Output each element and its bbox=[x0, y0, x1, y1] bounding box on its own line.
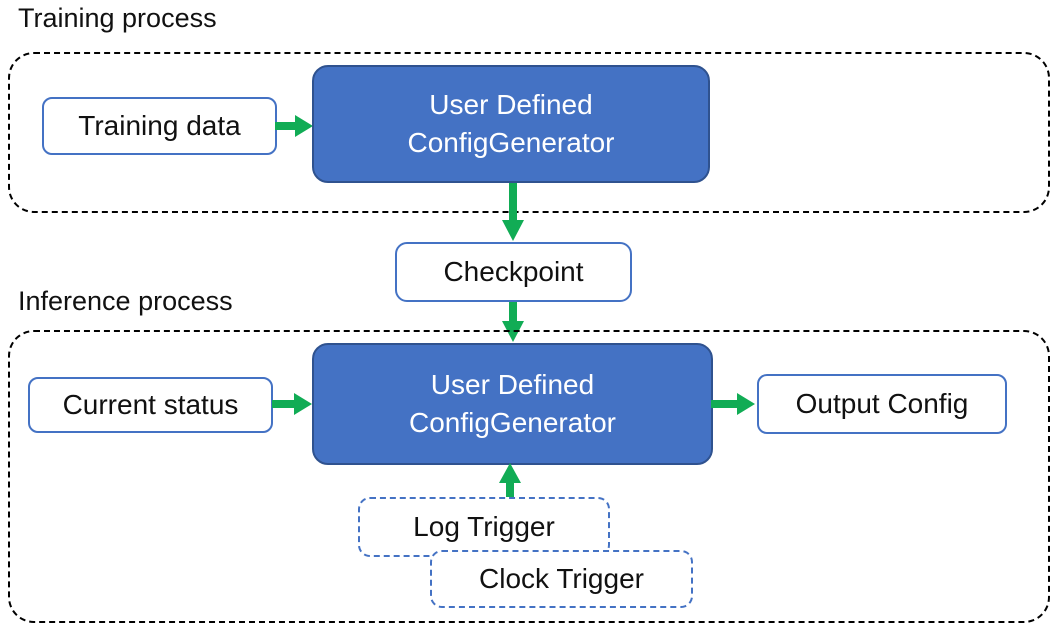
training-generator-box: User Defined ConfigGenerator bbox=[312, 65, 710, 183]
checkpoint-box: Checkpoint bbox=[395, 242, 632, 302]
arrow-generator-to-output bbox=[711, 391, 757, 417]
inference-process-label: Inference process bbox=[18, 286, 233, 316]
arrow-generator-to-checkpoint bbox=[501, 183, 525, 243]
inference-generator-line2: ConfigGenerator bbox=[408, 407, 616, 438]
training-generator-line2: ConfigGenerator bbox=[407, 127, 615, 158]
checkpoint-label: Checkpoint bbox=[443, 256, 584, 287]
log-trigger-label: Log Trigger bbox=[413, 511, 555, 542]
output-config-box: Output Config bbox=[757, 374, 1007, 434]
training-data-box: Training data bbox=[42, 97, 277, 155]
arrow-training-data-to-generator bbox=[275, 113, 315, 139]
training-generator-line1: User Defined bbox=[429, 88, 593, 120]
training-container bbox=[8, 52, 1050, 213]
training-process-label: Training process bbox=[18, 3, 217, 33]
training-data-label: Training data bbox=[78, 110, 241, 141]
arrow-checkpoint-to-generator bbox=[501, 302, 525, 344]
current-status-box: Current status bbox=[28, 377, 273, 433]
current-status-label: Current status bbox=[62, 389, 239, 420]
output-config-label: Output Config bbox=[795, 388, 969, 419]
arrow-current-status-to-generator bbox=[272, 391, 314, 417]
clock-trigger-label: Clock Trigger bbox=[479, 563, 644, 594]
inference-generator-box: User Defined ConfigGenerator bbox=[312, 343, 713, 465]
clock-trigger-box: Clock Trigger bbox=[430, 550, 693, 608]
inference-generator-line1: User Defined bbox=[430, 368, 595, 400]
log-trigger-box: Log Trigger bbox=[358, 497, 610, 557]
arrow-triggers-to-generator bbox=[498, 463, 522, 498]
inference-container bbox=[8, 330, 1050, 623]
